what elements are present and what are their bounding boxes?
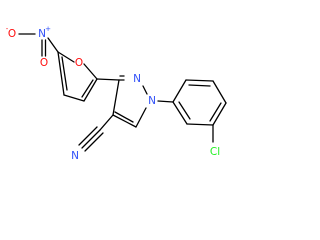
bond-pyrazole-c5-c4 bbox=[112, 114, 137, 128]
atom-o-nitro-bottom: O bbox=[40, 57, 48, 69]
bond-nitrile-c4-c bbox=[99, 114, 114, 131]
bond-n-c-nitro bbox=[47, 37, 59, 53]
charge-minus: - bbox=[6, 25, 9, 33]
bond-phenyl-c2-c3 bbox=[185, 79, 214, 82]
atom-cl: Cl bbox=[210, 146, 220, 158]
molecule-structure-diagram: O - N + O O N N N Cl bbox=[6, 25, 227, 162]
bond-phenyl-c4-c5 bbox=[212, 102, 227, 126]
bond-pyrazole-c5-c4-double bbox=[114, 111, 134, 123]
charge-plus: + bbox=[45, 25, 51, 33]
bond-nitrile-triple-a bbox=[81, 129, 101, 149]
atom-o-furan: O bbox=[75, 57, 83, 69]
bond-furan-c4-c5-inner bbox=[61, 56, 68, 91]
bond-phenyl-inner-3 bbox=[178, 101, 191, 120]
bond-nitrile-triple-b bbox=[78, 126, 98, 146]
bond-nitrile-triple-c bbox=[84, 132, 104, 152]
bond-phenyl-inner-1 bbox=[188, 84, 211, 87]
atom-n-pyrazole-2: N bbox=[133, 73, 141, 85]
bond-furan-c4-c5 bbox=[57, 51, 65, 96]
bond-phenyl-c6-c1 bbox=[172, 101, 188, 125]
atom-n-pyrazole-1: N bbox=[148, 95, 156, 107]
bond-phenyl-c3-c4 bbox=[212, 80, 227, 104]
bond-phenyl-c1-c2 bbox=[172, 79, 187, 103]
atom-labels: O - N + O O N N N Cl bbox=[6, 25, 220, 162]
atom-n-nitrile: N bbox=[71, 150, 79, 162]
bond-furan-pyrazole bbox=[96, 78, 120, 81]
bond-furan-c2-c3-inner bbox=[81, 79, 94, 98]
bond-phenyl-inner-2 bbox=[209, 102, 222, 122]
bond-furan-c5-o bbox=[57, 51, 75, 63]
bond-furan-c3-c4 bbox=[63, 94, 85, 102]
atom-n-nitro: N bbox=[38, 28, 46, 40]
atom-o-nitro-left: O bbox=[8, 28, 16, 40]
bond-furan-c2-c3 bbox=[83, 78, 98, 102]
bond-furan-o-c2 bbox=[83, 63, 98, 80]
bond-pyrazole-n1-c5 bbox=[135, 107, 147, 128]
bond-pyrazole-n2-n1 bbox=[142, 85, 148, 95]
bond-pyrazole-n1-phenyl bbox=[157, 100, 174, 103]
bond-pyrazole-c4-c3 bbox=[112, 79, 120, 116]
bonds bbox=[18, 33, 227, 152]
bond-phenyl-c5-c6 bbox=[186, 123, 214, 126]
